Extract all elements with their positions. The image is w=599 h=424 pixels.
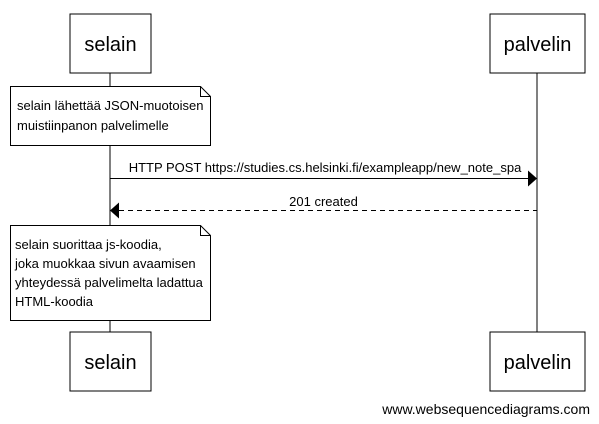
- watermark-text: www.websequencediagrams.com: [381, 401, 590, 417]
- note-run-js-line: yhteydessä palvelimelta ladattua: [15, 275, 204, 290]
- note-send-json: selain lähettää JSON-muotoisen muistiinp…: [10, 86, 211, 146]
- client-participant-bottom: selain: [69, 331, 152, 392]
- note-run-js: selain suorittaa js-koodia, joka muokkaa…: [10, 225, 211, 321]
- client-participant-label: selain: [84, 352, 136, 374]
- message-201-created-label: 201 created: [289, 194, 358, 209]
- note-run-js-line: selain suorittaa js-koodia,: [15, 237, 162, 252]
- client-participant-top: selain: [69, 13, 152, 74]
- client-participant-label: selain: [84, 34, 136, 56]
- server-participant-label: palvelin: [504, 34, 572, 56]
- message-http-post-label: HTTP POST https://studies.cs.helsinki.fi…: [129, 160, 522, 175]
- server-participant-bottom: palvelin: [489, 331, 586, 392]
- message-http-post: HTTP POST https://studies.cs.helsinki.fi…: [110, 160, 537, 187]
- server-participant-label: palvelin: [504, 352, 572, 374]
- note-send-json-line: muistiinpanon palvelimelle: [17, 118, 169, 133]
- arrowhead-icon: [110, 202, 119, 219]
- note-run-js-line: HTML-koodia: [15, 294, 94, 309]
- arrowhead-icon: [528, 170, 537, 187]
- note-run-js-line: joka muokkaa sivun avaamisen: [14, 256, 196, 271]
- message-201-created: 201 created: [110, 194, 537, 219]
- server-participant-top: palvelin: [489, 13, 586, 74]
- note-send-json-line: selain lähettää JSON-muotoisen: [17, 98, 203, 113]
